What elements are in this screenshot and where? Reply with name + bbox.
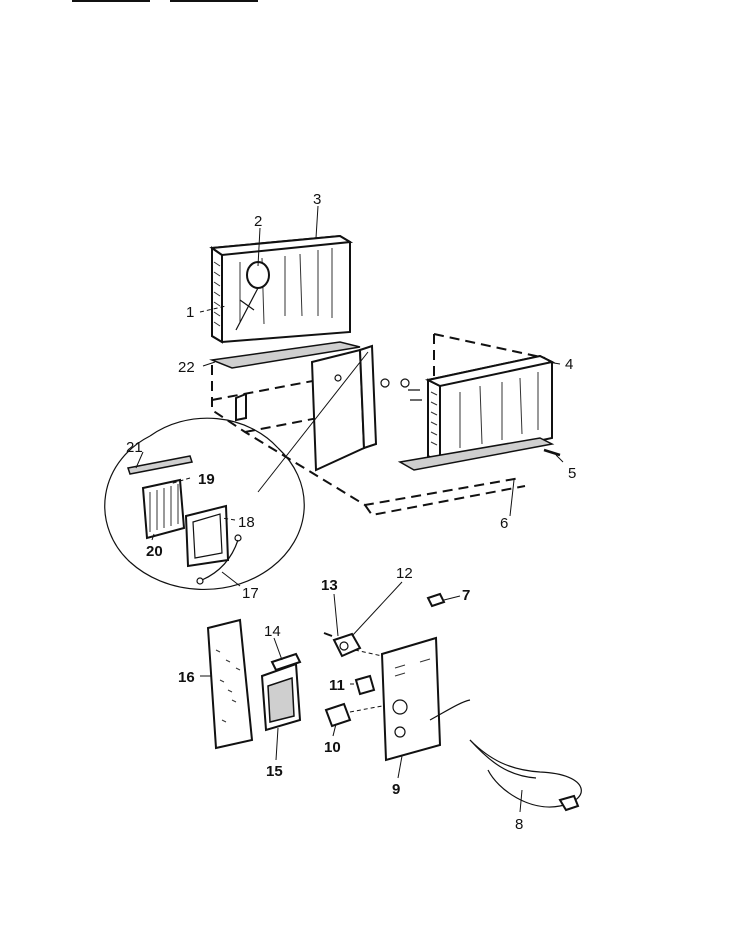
callout-8: 8 xyxy=(515,816,523,833)
callout-20: 20 xyxy=(146,543,163,560)
callout-13: 13 xyxy=(321,577,338,594)
callout-3: 3 xyxy=(313,191,321,208)
control-panel xyxy=(380,636,471,762)
callout-2: 2 xyxy=(254,213,262,230)
callout-19: 19 xyxy=(198,471,215,488)
callout-15: 15 xyxy=(266,763,283,780)
callout-18: 18 xyxy=(238,514,255,531)
leader-lines xyxy=(135,205,564,813)
insulation-strip xyxy=(209,341,361,369)
insulation-panel xyxy=(206,618,254,750)
thermostat xyxy=(354,674,376,696)
capacitor-assembly xyxy=(260,652,302,732)
condenser-base-rail xyxy=(397,437,555,471)
center-partition xyxy=(235,344,378,472)
callout-7: 7 xyxy=(462,587,470,604)
inset-detail xyxy=(104,351,369,591)
switch-bracket xyxy=(323,632,383,658)
callout-17: 17 xyxy=(242,585,259,602)
callout-14: 14 xyxy=(264,623,281,640)
callout-11: 11 xyxy=(329,677,345,694)
power-cord xyxy=(469,739,582,812)
callout-12: 12 xyxy=(396,565,413,582)
selector-switch xyxy=(324,702,383,728)
callout-10: 10 xyxy=(324,739,341,756)
callout-22: 22 xyxy=(178,359,195,376)
condenser-coil xyxy=(380,354,555,464)
screw xyxy=(543,448,561,457)
callout-4: 4 xyxy=(565,356,573,373)
callout-9: 9 xyxy=(392,781,400,798)
callout-6: 6 xyxy=(500,515,508,532)
callout-1: 1 xyxy=(186,304,194,321)
callout-21: 21 xyxy=(126,439,143,456)
callout-5: 5 xyxy=(568,465,576,482)
callout-labels: 1 2 3 4 5 6 7 8 9 10 11 12 13 14 15 16 1… xyxy=(126,191,576,833)
callout-16: 16 xyxy=(178,669,195,686)
evaporator-coil xyxy=(209,234,354,344)
knob xyxy=(426,592,446,608)
